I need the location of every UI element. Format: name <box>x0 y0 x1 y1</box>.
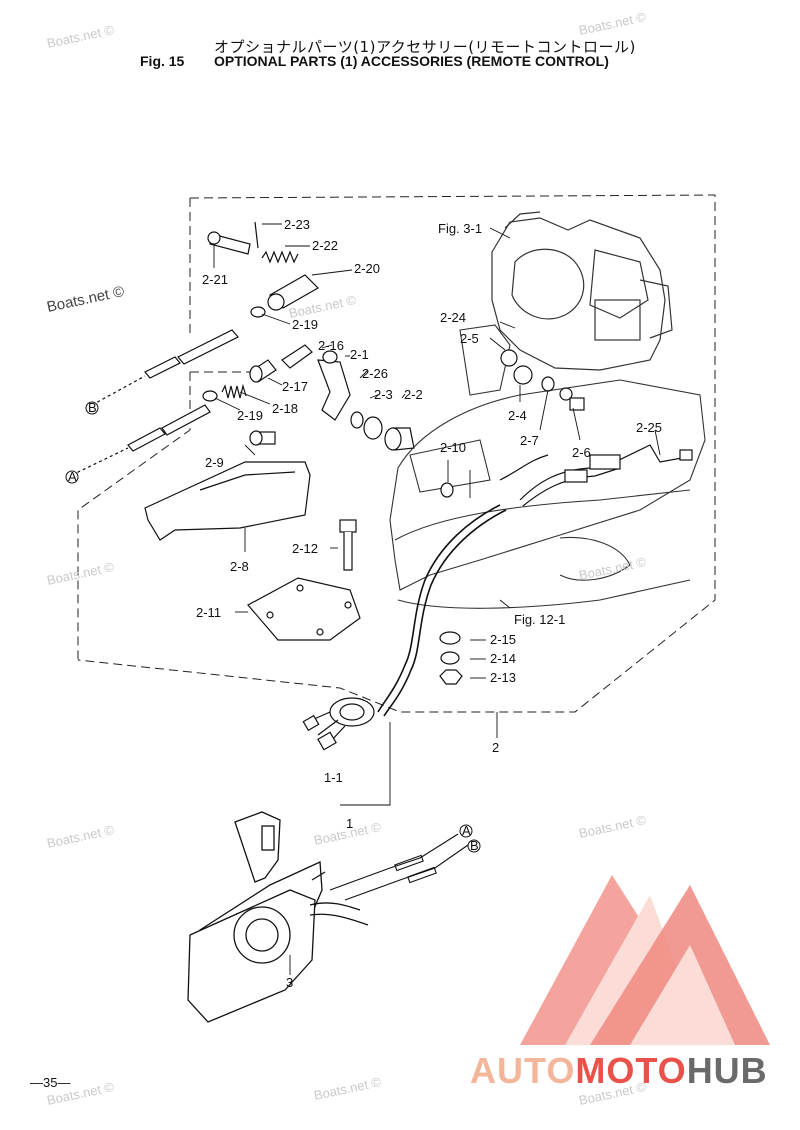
watermark: Boats.net © <box>46 559 116 588</box>
watermark: Boats.net © <box>45 283 125 316</box>
label-2-18: 2-18 <box>272 401 298 416</box>
title-japanese: オプショナルパーツ(1)アクセサリー(リモートコントロール) <box>214 38 636 56</box>
marker-a: A <box>68 469 77 484</box>
reference-markers <box>65 401 481 853</box>
title-english: OPTIONAL PARTS (1) ACCESSORIES (REMOTE C… <box>214 53 609 69</box>
label-1: 1 <box>346 816 353 831</box>
label-2-6: 2-6 <box>572 445 591 460</box>
label-2-16: 2-16 <box>318 338 344 353</box>
watermark: Boats.net © <box>46 22 116 51</box>
label-2-8: 2-8 <box>230 559 249 574</box>
wiring-harness <box>499 444 693 507</box>
label-2-23: 2-23 <box>284 217 310 232</box>
label-2-7: 2-7 <box>520 433 539 448</box>
marker-b: B <box>88 400 97 415</box>
automotohub-logo-mark <box>520 875 770 1045</box>
label-2-21: 2-21 <box>202 272 228 287</box>
label-2-2: 2-2 <box>404 387 423 402</box>
label-2-25: 2-25 <box>636 420 662 435</box>
logo-part-auto: AUTO <box>470 1050 576 1091</box>
pin-and-spring-group <box>71 221 415 476</box>
remote-cable-ends <box>329 833 469 901</box>
figure-number: Fig. 15 <box>140 53 185 69</box>
label-2-5: 2-5 <box>460 331 479 346</box>
leader-lines <box>213 223 661 975</box>
watermark: Boats.net © <box>578 9 648 38</box>
lower-casing-outline <box>389 324 706 609</box>
nut-and-washers <box>439 631 463 685</box>
watermark: Boats.net © <box>578 554 648 583</box>
watermark: Boats.net © <box>313 1074 383 1103</box>
remote-control-box <box>187 811 369 1023</box>
assembly-boundary <box>77 194 716 713</box>
label-2-15: 2-15 <box>490 632 516 647</box>
label-2-19-lower: 2-19 <box>237 408 263 423</box>
label-fig-3-1: Fig. 3-1 <box>438 221 482 236</box>
label-1-1: 1-1 <box>324 770 343 785</box>
harness-connector <box>302 697 375 751</box>
label-2-9: 2-9 <box>205 455 224 470</box>
marker-b-remote: B <box>470 838 479 853</box>
cable-bracket <box>144 430 311 541</box>
label-2: 2 <box>492 740 499 755</box>
label-3: 3 <box>286 975 293 990</box>
logo-part-hub: HUB <box>686 1050 768 1091</box>
label-2-12: 2-12 <box>292 541 318 556</box>
throttle-link-parts <box>440 349 585 498</box>
callout-labels: 2-23 2-22 2-21 2-20 2-19 2-16 2-1 2-26 2… <box>196 217 662 990</box>
engine-block-outline <box>491 211 673 371</box>
label-2-1: 2-1 <box>350 347 369 362</box>
label-2-26: 2-26 <box>362 366 388 381</box>
mounting-plate <box>247 519 361 641</box>
automotohub-logo-text: AUTOMOTOHUB <box>470 1050 768 1092</box>
throttle-cable <box>377 504 507 717</box>
label-2-19-upper: 2-19 <box>292 317 318 332</box>
label-2-11: 2-11 <box>196 605 221 620</box>
marker-a-remote: A <box>462 823 471 838</box>
label-2-13: 2-13 <box>490 670 516 685</box>
label-fig-12-1: Fig. 12-1 <box>514 612 565 627</box>
label-2-10: 2-10 <box>440 440 466 455</box>
label-2-4: 2-4 <box>508 408 527 423</box>
label-2-3: 2-3 <box>374 387 393 402</box>
watermark: Boats.net © <box>578 812 648 841</box>
label-2-17: 2-17 <box>282 379 308 394</box>
logo-part-moto: MOTO <box>575 1050 687 1091</box>
watermark: Boats.net © <box>46 822 116 851</box>
label-2-22: 2-22 <box>312 238 338 253</box>
label-2-20: 2-20 <box>354 261 380 276</box>
label-2-24: 2-24 <box>440 310 466 325</box>
page-number: —35— <box>30 1075 71 1090</box>
label-2-14: 2-14 <box>490 651 516 666</box>
